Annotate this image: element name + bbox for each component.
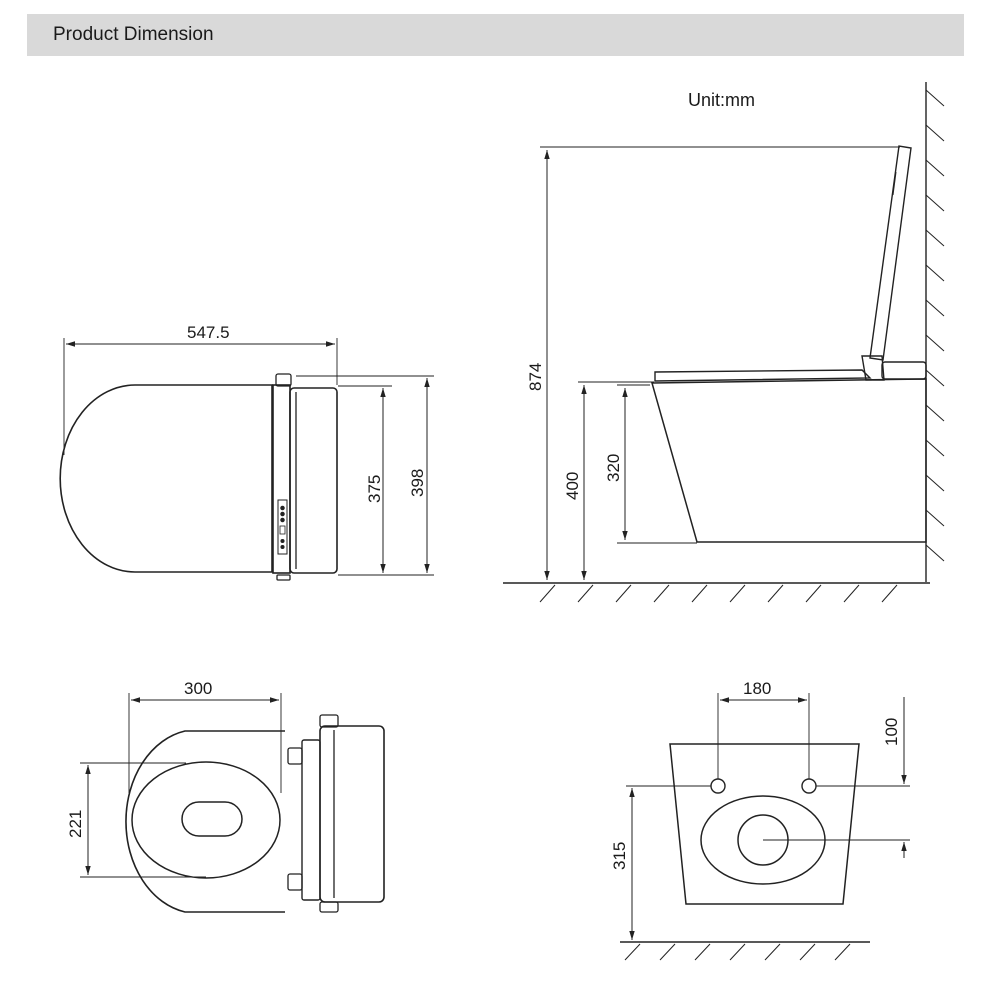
dim-bowl-height: 320 [604,454,623,482]
dim-mount-height: 400 [563,472,582,500]
top-view [59,338,434,581]
unit-label: Unit:mm [688,90,755,110]
dim-outlet-height: 315 [610,842,629,870]
bottom-view [80,693,385,913]
dim-bolt-height: 100 [882,718,901,746]
dim-length: 547.5 [187,323,230,342]
section-header-bar: Product Dimension [27,14,964,56]
dim-seat-width: 375 [365,475,384,503]
side-view [503,82,945,603]
rear-view [620,693,910,961]
dim-total-width: 398 [408,469,427,497]
dim-seat-depth: 300 [184,679,212,698]
dim-bolt-spacing: 180 [743,679,771,698]
dim-opening-width: 221 [66,810,85,838]
section-title: Product Dimension [53,24,214,45]
dim-total-height: 874 [526,363,545,391]
